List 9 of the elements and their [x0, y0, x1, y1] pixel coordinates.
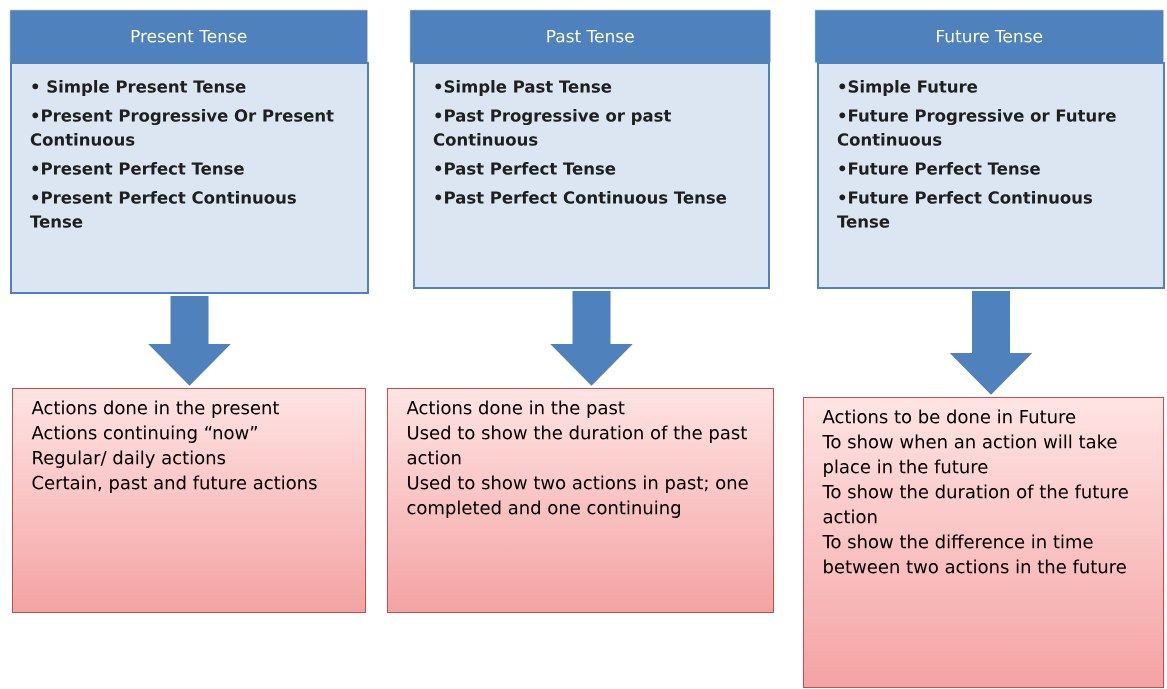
header-band: Future Tense [815, 10, 1164, 63]
description-box: Actions done in the present Actions continuing “now” Regular/ daily actions Certain, past and future actions [12, 388, 366, 613]
description-box: Actions done in the past Used to show the duration of the past action Used to show two actions in past; one completed and one continuing [387, 388, 774, 613]
tense-list-box: • Simple Present Tense •Present Progressive Or Present Continuous •Present Perfect Tense •Present Perfect Continuous Tense [10, 62, 369, 294]
tense-list-box: •Simple Past Tense •Past Progressive or past Continuous •Past Perfect Tense •Past Perfect Continuous Tense [413, 62, 770, 289]
tense-list-box: •Simple Future •Future Progressive or Future Continuous •Future Perfect Tense •Future Perfect Continuous Tense [817, 62, 1165, 289]
header-band: Past Tense [410, 10, 771, 63]
description-box: Actions to be done in Future To show when an action will take place in the future To show the duration of the future action To show the difference in time between two actions in the future [803, 397, 1164, 688]
header-band: Present Tense [10, 10, 368, 63]
